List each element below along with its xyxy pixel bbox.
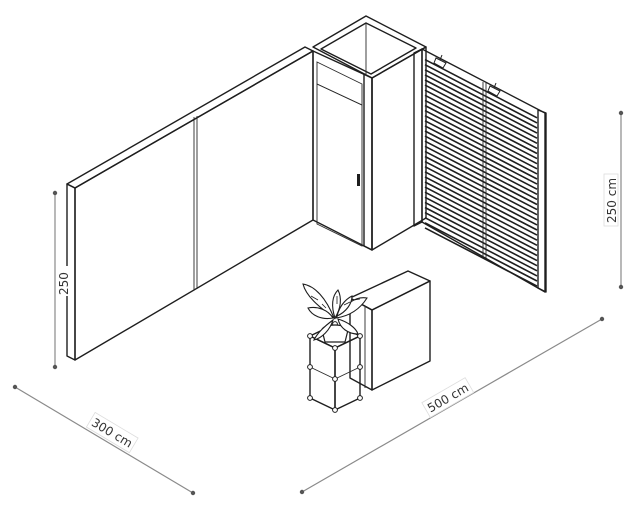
slat-line [424, 140, 538, 201]
slat-line [424, 196, 538, 257]
shelf-connector [357, 395, 363, 401]
slat-line [424, 58, 538, 119]
slat-line [424, 191, 538, 252]
slat-line [424, 186, 538, 247]
slat-line [424, 227, 538, 287]
shelf-connector [332, 376, 338, 382]
slat-wall [421, 48, 547, 293]
slat-line [424, 74, 538, 134]
slat-line [424, 135, 538, 196]
spotlight-icon [433, 54, 447, 69]
slat-line [424, 150, 538, 211]
dimension-height-left: 250 [52, 190, 71, 370]
dimension-width: 300 cm [12, 384, 196, 496]
slat-line [424, 165, 538, 226]
shelf-connector [357, 364, 363, 370]
slat-line [424, 160, 538, 221]
slat-line [424, 94, 538, 155]
slat-line [424, 181, 538, 241]
slat-line [424, 201, 538, 262]
slat-line [424, 206, 538, 267]
plant-icon [302, 283, 368, 343]
slat-line [424, 109, 538, 170]
counter [349, 270, 431, 391]
height-right-label: 250 cm [605, 178, 619, 223]
height-left-label: 250 [57, 272, 71, 295]
slat-line [424, 79, 538, 139]
slat-line [424, 211, 538, 272]
slat-line [424, 120, 538, 180]
slat-line [424, 63, 538, 124]
slat-lines [424, 58, 538, 287]
slat-line [424, 125, 538, 185]
slat-line [424, 145, 538, 206]
door-handle [357, 174, 360, 186]
slat-line [424, 84, 538, 145]
slat-line [424, 104, 538, 165]
dimension-height-right: 250 cm [603, 110, 624, 290]
left-wall [66, 46, 314, 361]
slat-line [424, 99, 538, 160]
slat-line [424, 155, 538, 216]
spotlight-icon [487, 82, 501, 97]
slat-line [424, 114, 538, 175]
shelf-connector [307, 364, 313, 370]
slat-line [424, 69, 538, 129]
slat-line [424, 222, 538, 282]
shelf-connector [307, 395, 313, 401]
shelf-connector [357, 333, 363, 339]
shelf-connector [332, 407, 338, 413]
storage-room [312, 15, 427, 251]
slat-line [424, 89, 538, 150]
shelf-connector [307, 333, 313, 339]
slat-line [424, 176, 538, 236]
storage-door [316, 61, 363, 247]
slat-line [424, 216, 538, 277]
slat-line [424, 130, 538, 190]
slat-line [424, 171, 538, 231]
shelf-connector [332, 345, 338, 351]
